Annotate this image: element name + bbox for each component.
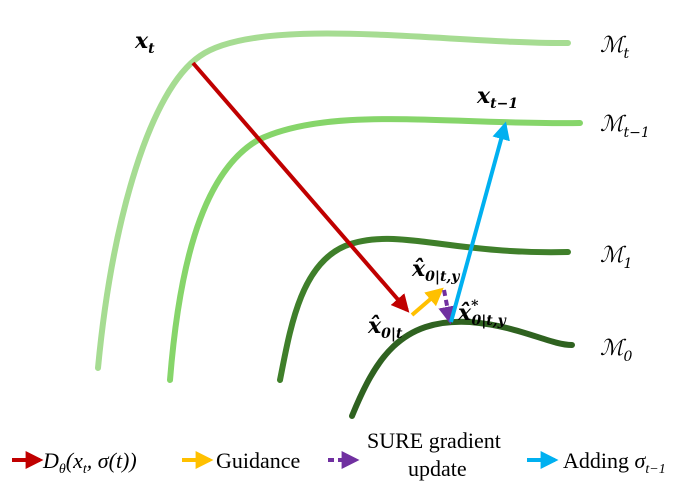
label-manifold-t: ℳt: [600, 33, 630, 62]
label-manifold-t-minus-1: ℳt−1: [600, 112, 650, 141]
label-x0-hat: x̂0|t: [367, 313, 403, 342]
legend-guidance-label: Guidance: [216, 448, 300, 473]
legend-denoiser-label: Dθ(xt, σ(t)): [42, 448, 137, 477]
manifold-t-curve: [95, 30, 571, 371]
guidance-arrow: [410, 287, 444, 317]
legend-sure-label-line1: SURE gradient: [367, 428, 501, 453]
label-x-t: xt: [134, 28, 155, 57]
adding-noise-arrow: [449, 121, 510, 323]
legend-sure-label-line2: update: [408, 456, 467, 481]
sure-gradient-arrow: [438, 289, 457, 325]
label-x0-hat-y: x̂0|t,y: [411, 256, 460, 285]
manifold-0-curve: [349, 318, 575, 419]
denoiser-arrow: [191, 61, 410, 313]
label-manifold-0: ℳ0: [600, 336, 633, 365]
label-x0-hat-star: x̂*0|t,y: [457, 298, 507, 329]
label-manifold-1: ℳ1: [600, 243, 632, 272]
legend: Dθ(xt, σ(t)) Guidance SURE gradient upda…: [12, 428, 666, 481]
legend-adding-label: Adding σt−1: [563, 448, 666, 477]
label-x-t-minus-1: xt−1: [476, 83, 518, 112]
